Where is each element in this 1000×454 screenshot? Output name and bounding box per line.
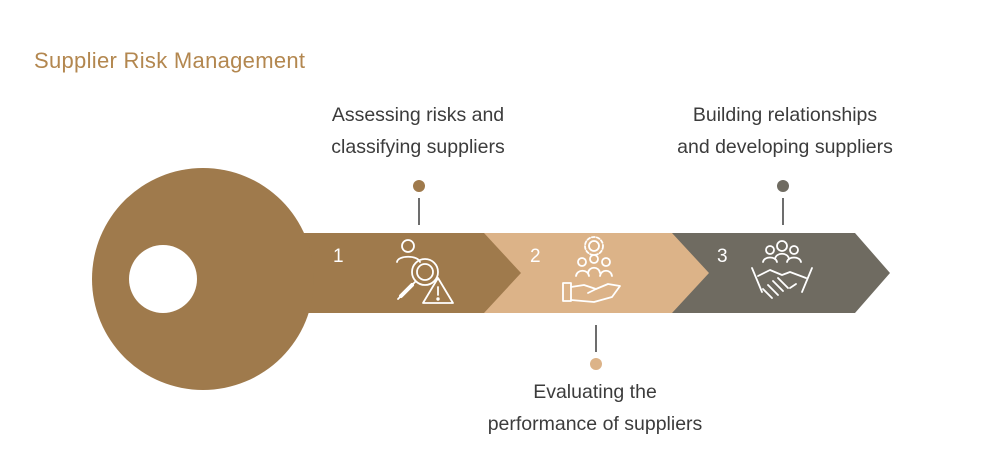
step-3-label-line1: Building relationships bbox=[692, 104, 878, 126]
risk-assessment-icon bbox=[396, 239, 454, 304]
step-3-arrow bbox=[650, 233, 890, 313]
step-1-label-line2: classifying suppliers bbox=[331, 136, 505, 158]
step-2-label: Evaluating the performance of suppliers bbox=[440, 376, 750, 440]
step-2-connector bbox=[590, 325, 602, 370]
step-1-label: Assessing risks and classifying supplier… bbox=[300, 99, 536, 163]
step-1-arrow bbox=[290, 233, 521, 313]
step-3-label: Building relationships and developing su… bbox=[640, 99, 930, 163]
step-1-label-line1: Assessing risks and bbox=[331, 104, 505, 126]
supplier-performance-icon bbox=[562, 236, 621, 303]
step-2-arrow bbox=[460, 233, 709, 313]
step-2-label-line2: performance of suppliers bbox=[487, 413, 703, 435]
step-2-number: 2 bbox=[530, 246, 541, 267]
handshake-icon bbox=[751, 240, 813, 299]
step-1-number: 1 bbox=[333, 246, 344, 267]
step-3-number: 3 bbox=[717, 246, 728, 267]
step-1-connector bbox=[413, 180, 425, 225]
step-2-label-line1: Evaluating the bbox=[533, 381, 657, 403]
step-3-connector bbox=[777, 180, 789, 225]
step-3-label-line2: and developing suppliers bbox=[677, 136, 893, 158]
key-hole bbox=[129, 245, 197, 313]
key-head bbox=[92, 168, 314, 390]
diagram-title: Supplier Risk Management bbox=[34, 48, 306, 73]
